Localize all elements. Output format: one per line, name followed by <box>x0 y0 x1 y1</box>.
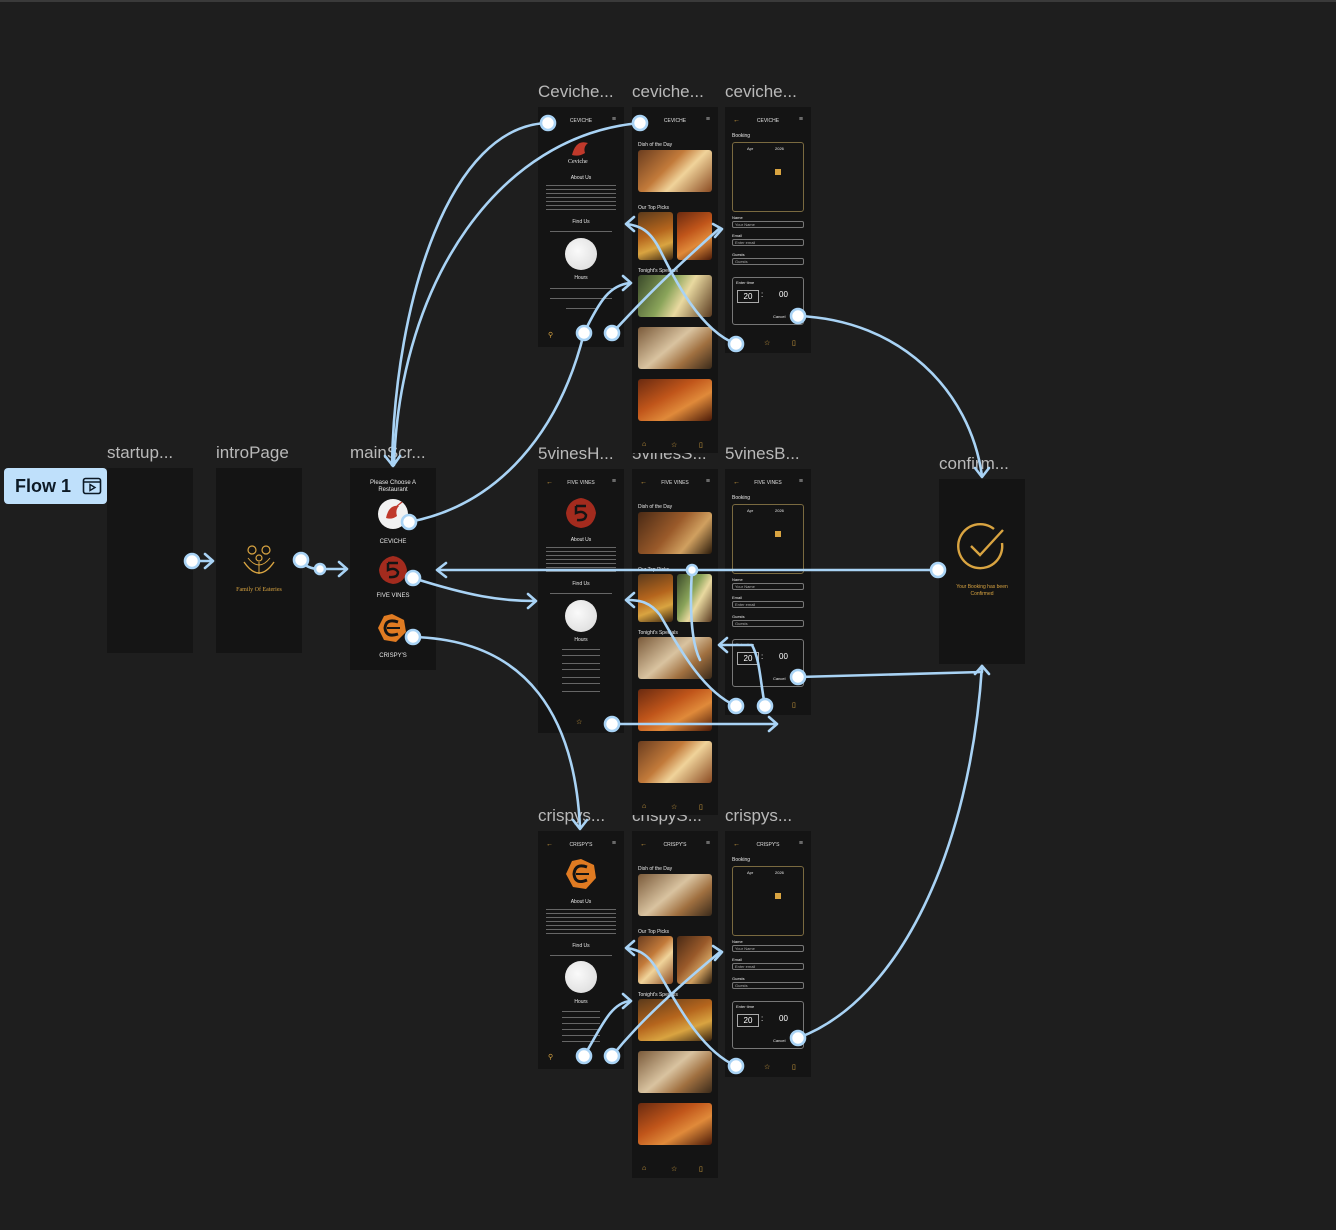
connector-handle[interactable] <box>402 515 416 529</box>
connector-handle[interactable] <box>406 571 420 585</box>
connector-handle[interactable] <box>791 1031 805 1045</box>
connector[interactable] <box>798 666 982 677</box>
connector[interactable] <box>413 637 580 828</box>
connector[interactable] <box>392 123 548 465</box>
connector-handle[interactable] <box>605 326 619 340</box>
connector[interactable] <box>413 578 535 601</box>
connector-handle[interactable] <box>633 116 647 130</box>
connector-handle[interactable] <box>315 564 325 574</box>
connector-handle[interactable] <box>185 554 199 568</box>
connector-handle[interactable] <box>406 630 420 644</box>
connector[interactable] <box>627 600 736 706</box>
connector[interactable] <box>691 570 700 660</box>
connector-handle[interactable] <box>605 717 619 731</box>
connector-handle[interactable] <box>729 699 743 713</box>
connector-handle[interactable] <box>541 116 555 130</box>
connector-handle[interactable] <box>791 670 805 684</box>
connector[interactable] <box>627 948 736 1066</box>
connector-handle[interactable] <box>577 1049 591 1063</box>
connector-handle[interactable] <box>605 1049 619 1063</box>
connector[interactable] <box>627 224 736 344</box>
connector-handle[interactable] <box>577 326 591 340</box>
connector[interactable] <box>720 645 765 706</box>
connector-handle[interactable] <box>729 1059 743 1073</box>
connector-handle[interactable] <box>791 309 805 323</box>
connector[interactable] <box>409 333 584 522</box>
connector-handle[interactable] <box>758 699 772 713</box>
connector-handle[interactable] <box>729 337 743 351</box>
connector-handle[interactable] <box>687 565 697 575</box>
connector[interactable] <box>798 666 982 1038</box>
connector[interactable] <box>394 123 640 465</box>
connector-handle[interactable] <box>294 553 308 567</box>
connector-handle[interactable] <box>931 563 945 577</box>
connector[interactable] <box>798 316 982 476</box>
